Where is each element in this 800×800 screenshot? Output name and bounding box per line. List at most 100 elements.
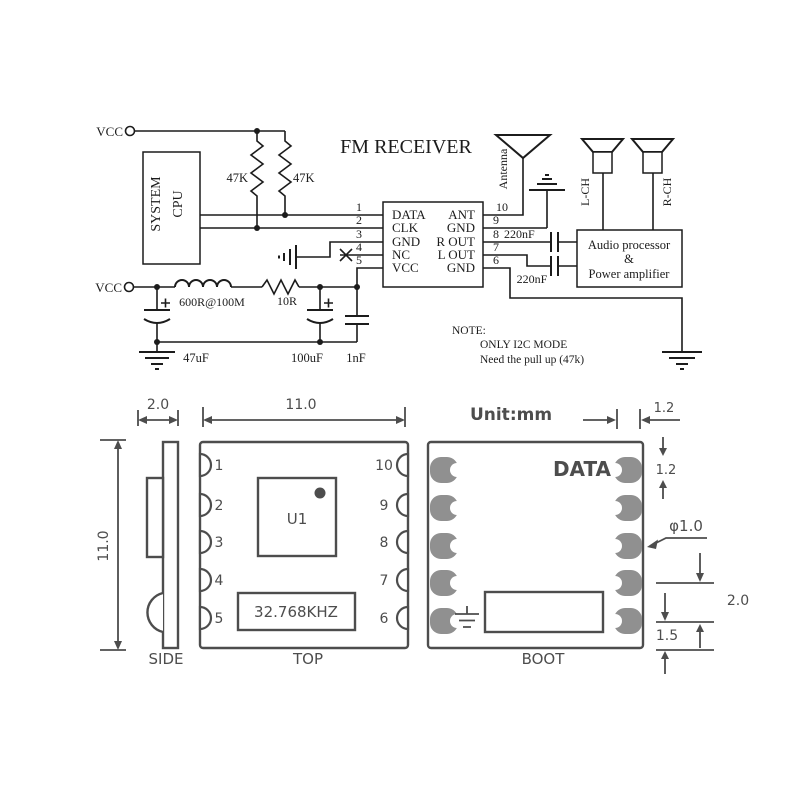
boot-ground-icon [455,606,479,628]
vcc-top-label: VCC [96,124,123,139]
pad-hole [608,576,622,590]
pin4-nc [339,248,383,262]
ic-pin1-num: 1 [356,200,362,214]
ic-pin3-num: 3 [356,227,362,241]
cap-plus [161,298,170,308]
ic-pin8-num: 8 [493,227,499,241]
antenna: Antenna [483,134,553,216]
boot-view-label: BOOT [522,650,566,668]
pad-hole [450,614,464,628]
arrowhead [659,448,667,456]
ic-pin6-name: GND [447,260,475,275]
dim-pad-width: 1.2 [583,401,680,429]
pin9-wire [483,190,548,229]
top-pin4: 4 [215,573,224,589]
antenna-label: Antenna [496,148,510,189]
junction-dot [254,225,260,231]
ground-symbol-top [529,174,565,191]
speaker-left-label: L-CH [578,178,592,206]
castellated-pad [430,495,458,521]
dim-pad-pitch: 2.0 [656,553,749,648]
dim-height: 11.0 [96,439,126,651]
arrowhead [114,440,122,449]
pad-hole [450,539,464,553]
dim-lines [656,593,714,674]
resistor-zigzag [249,131,265,228]
pin7-coupling: 220nF [483,254,577,286]
dim-lines [656,553,714,648]
arrowhead [169,416,178,424]
dim-side-width-value: 2.0 [147,397,169,413]
pin-notch [198,567,213,593]
vcc-bottom-label: VCC [95,280,122,295]
boot-bottom-component [483,590,605,634]
top-pin9: 9 [380,498,389,514]
boot-view: DATA BOOT [426,440,645,668]
filter-ground-rail [156,341,357,352]
dim-pad-bottom-value: 1.5 [656,628,678,644]
inductor-symbol [174,279,232,288]
audio-amp-block: Audio processor & Power amplifier [576,229,683,288]
receiver-ic: DATA CLK GND NC VCC ANT GND R OUT L OUT … [356,200,508,288]
top-pin6: 6 [380,611,389,627]
note-block: NOTE: ONLY I2C MODE Need the pull up (47… [452,325,584,366]
pin-notch [395,492,410,518]
crystal-outline [236,591,357,632]
pad-hole [608,501,622,515]
castellated-pad [614,457,642,483]
pin8-coupling: 220nF [483,227,577,252]
resistor-10r-symbol [261,278,300,296]
ic-pin6-num: 6 [493,253,499,267]
pad-hole [608,614,622,628]
cap-47uf: 47uF [143,287,209,365]
top-pin2: 2 [215,498,224,514]
pin9-ground [483,174,565,229]
dim-top-width: 11.0 [202,397,406,427]
pin-notch [395,567,410,593]
arrowhead [607,416,616,424]
cap-symbol [550,232,559,252]
arrowhead [203,416,212,424]
side-view-label: SIDE [149,650,184,668]
speaker-right-label: R-CH [660,177,674,206]
top-left-notches [198,452,213,631]
side-bump [146,591,164,634]
schematic-section: FM RECEIVER VCC 47K 47K SYSTEM CPU [95,124,702,370]
castellated-pad [430,533,458,559]
junction-dot [282,212,288,218]
arrowhead [661,612,669,621]
top-pin3: 3 [215,535,224,551]
dim-pad-pitch-value: 2.0 [727,593,749,609]
ic-pin10-name: ANT [448,207,475,222]
castellated-pad [614,533,642,559]
pin-notch [198,452,213,478]
ic-pin7-num: 7 [493,240,499,254]
boot-body [426,440,645,650]
crystal-label: 32.768KHZ [254,603,338,621]
ic-pin9-name: GND [447,220,475,235]
nc-x-mark [339,248,353,262]
side-pcb [161,440,180,650]
ic-pin5-num: 5 [356,253,362,267]
pad-hole [608,463,622,477]
ic-pin3-name: GND [392,234,420,249]
ic-pin1-name: DATA [392,207,426,222]
pin7-wire [483,254,577,267]
pin-notch [198,605,213,631]
junction-dot [254,128,260,134]
resistor-10r-value: 10R [277,294,297,308]
top-right-notches [395,452,410,631]
ic-box [382,201,484,288]
castellated-pad [430,457,458,483]
cpu-label-line1: SYSTEM [149,176,164,232]
cap-plates [345,315,369,325]
cap-100uf: 100uF [291,287,334,365]
castellated-pad [430,608,458,634]
vcc-bottom-node [123,281,135,293]
pin3-ground [278,241,383,269]
power-filter: VCC 600R@100M 10R 47uF 100uF [95,278,369,370]
ic-pin4-num: 4 [356,240,362,254]
top-pin1: 1 [215,458,224,474]
castellated-pad [614,570,642,596]
